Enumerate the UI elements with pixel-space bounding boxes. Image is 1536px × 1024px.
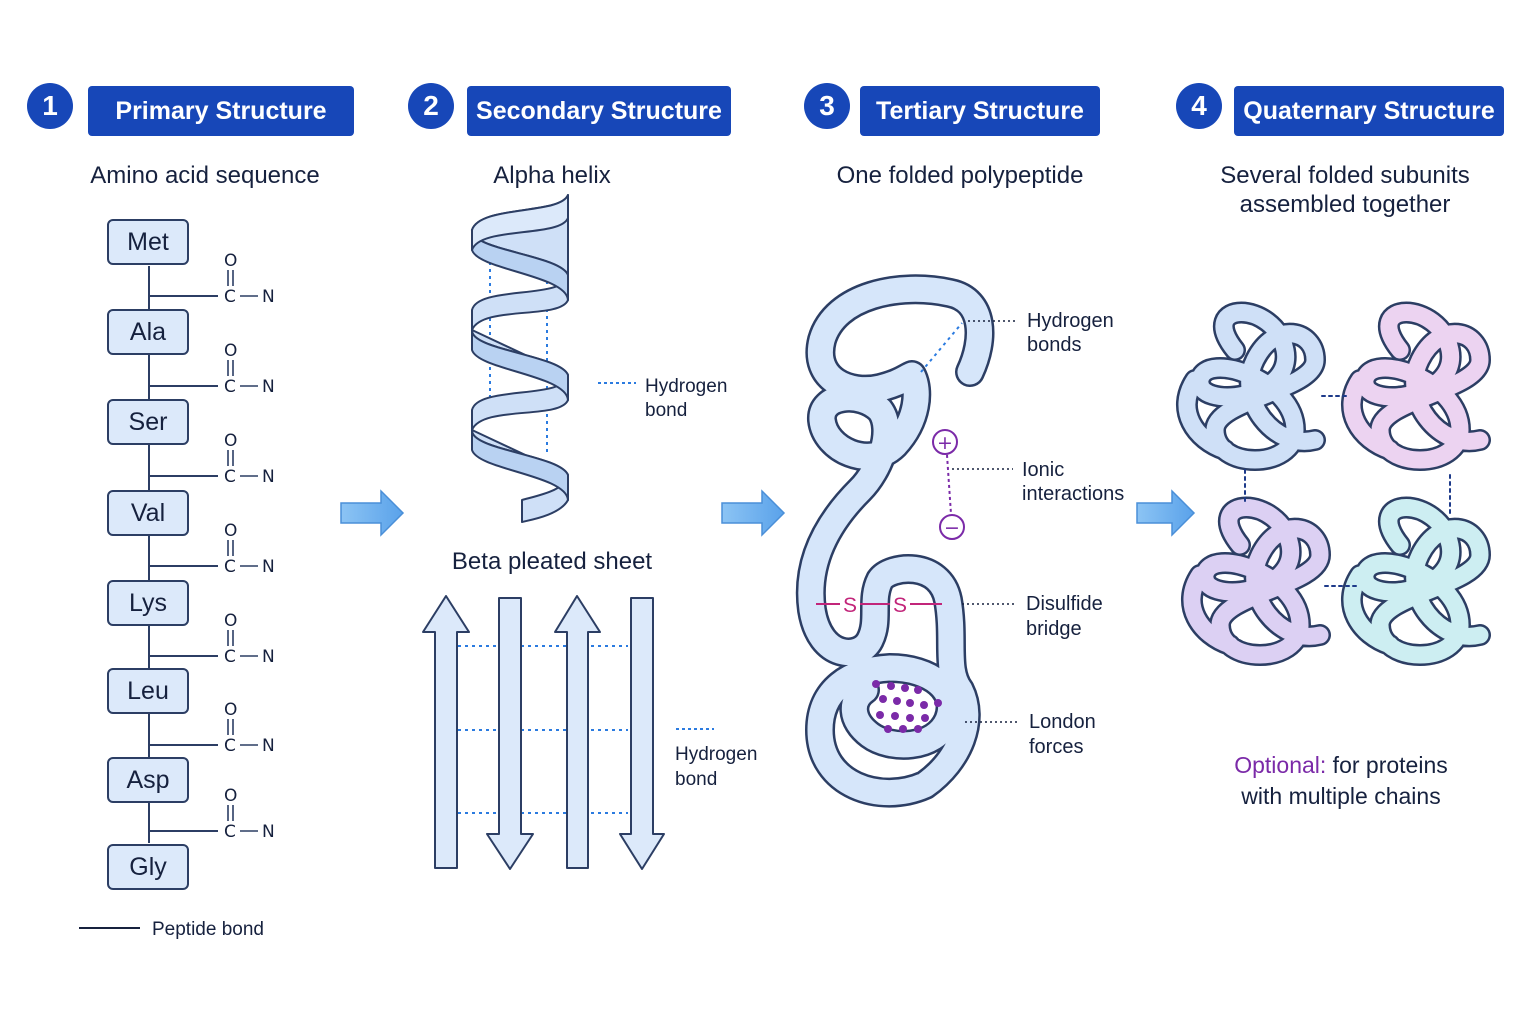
carbonyl-n-4: N (262, 557, 275, 577)
sulfur-right: S (893, 594, 907, 617)
amino-acid-ser: Ser (107, 399, 189, 445)
optional-note-line1: for proteins (1326, 752, 1448, 778)
beta-strand-2-down (486, 597, 534, 870)
carbonyl-o-5: O (224, 611, 238, 631)
beta-strand-4-down (619, 597, 665, 870)
primary-subtitle: Amino acid sequence (90, 162, 320, 189)
tertiary-hbond-label-1: Hydrogen (1027, 310, 1114, 332)
ionic-label-2: interactions (1022, 483, 1125, 505)
carbonyl-o-1: O (224, 251, 238, 271)
carbonyl-c-1: C (224, 287, 236, 307)
arrow-3-to-4 (1136, 489, 1196, 537)
step-4-badge: 4 (1176, 83, 1222, 129)
step-3-badge: 3 (804, 83, 850, 129)
london-forces-dots (872, 680, 942, 733)
arrow-1-to-2 (340, 489, 405, 537)
alpha-helix-drawing (470, 194, 636, 523)
alpha-hbond-label-line2: bond (645, 400, 687, 421)
carbonyl-n-3: N (262, 467, 275, 487)
carbonyl-c-2: C (224, 377, 236, 397)
london-label-2: forces (1029, 736, 1084, 758)
subunit-2 (1340, 301, 1491, 471)
disulfide-label-1: Disulfide (1026, 593, 1103, 615)
tertiary-structure-title: Tertiary Structure (860, 86, 1100, 136)
carbonyl-c-7: C (224, 822, 236, 842)
quaternary-subtitle-line1: Several folded subunits (1220, 162, 1470, 189)
step-1-badge: 1 (27, 83, 73, 129)
optional-note-line2: with multiple chains (1241, 783, 1441, 809)
carbonyl-c-5: C (224, 647, 236, 667)
carbonyl-o-6: O (224, 700, 238, 720)
negative-charge-icon (939, 514, 965, 540)
carbonyl-o-4: O (224, 521, 238, 541)
optional-note: Optional: for proteins with multiple cha… (1171, 750, 1511, 812)
carbonyl-n-5: N (262, 647, 275, 667)
beta-strand-3-up (554, 595, 601, 869)
plus-sign: + (937, 432, 953, 454)
amino-acid-leu: Leu (107, 668, 189, 714)
ionic-label-1: Ionic (1022, 459, 1065, 481)
primary-backbone (148, 266, 258, 843)
carbonyl-c-4: C (224, 557, 236, 577)
amino-acid-met: Met (107, 219, 189, 265)
quaternary-structure-title: Quaternary Structure (1234, 86, 1504, 136)
tertiary-subtitle: One folded polypeptide (836, 162, 1084, 189)
tertiary-hbond-label-2: bonds (1027, 334, 1082, 356)
arrow-2-to-3 (721, 489, 786, 537)
carbonyl-n-6: N (262, 736, 275, 756)
carbonyl-n-7: N (262, 822, 275, 842)
alpha-hbond-label-line1: Hydrogen (645, 376, 727, 397)
sulfur-left: S (843, 594, 857, 617)
primary-structure-title: Primary Structure (88, 86, 354, 136)
carbonyl-o-3: O (224, 431, 238, 451)
beta-strand-1-up (422, 595, 470, 869)
beta-hbond-label-line1: Hydrogen (675, 744, 757, 765)
amino-acid-gly: Gly (107, 844, 189, 890)
amino-acid-val: Val (107, 490, 189, 536)
beta-sheet-drawing (422, 595, 714, 870)
subunit-4 (1340, 496, 1491, 666)
beta-sheet-subtitle: Beta pleated sheet (451, 548, 653, 575)
minus-sign: − (944, 517, 960, 539)
alpha-helix-subtitle: Alpha helix (493, 162, 611, 189)
amino-acid-asp: Asp (107, 757, 189, 803)
amino-acid-lys: Lys (107, 580, 189, 626)
london-label-1: London (1029, 711, 1096, 733)
quaternary-subtitle-line2: assembled together (1239, 191, 1451, 218)
carbonyl-n-1: N (262, 287, 275, 307)
peptide-bond-legend: Peptide bond (152, 919, 264, 940)
carbonyl-c-6: C (224, 736, 236, 756)
positive-charge-icon (932, 429, 958, 455)
beta-hbond-label-line2: bond (675, 769, 717, 790)
disulfide-label-2: bridge (1026, 618, 1082, 640)
quaternary-subunits (1175, 301, 1491, 666)
carbonyl-o-7: O (224, 786, 238, 806)
carbonyl-n-2: N (262, 377, 275, 397)
optional-highlight: Optional: (1234, 752, 1327, 778)
carbonyl-c-3: C (224, 467, 236, 487)
tertiary-fold-drawing (795, 274, 1018, 808)
amino-acid-ala: Ala (107, 309, 189, 355)
secondary-structure-title: Secondary Structure (467, 86, 731, 136)
subunit-1 (1175, 301, 1326, 471)
carbonyl-o-2: O (224, 341, 238, 361)
step-2-badge: 2 (408, 83, 454, 129)
section-arrows (340, 489, 1196, 537)
subunit-3 (1180, 496, 1331, 666)
